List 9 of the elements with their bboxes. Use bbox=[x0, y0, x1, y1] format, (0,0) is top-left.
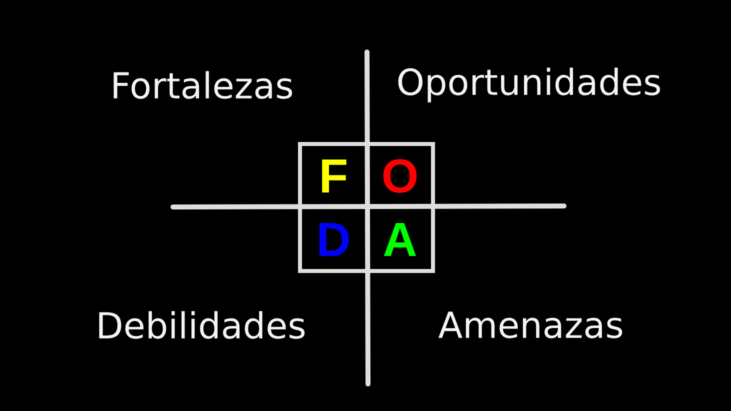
quadrant-label: Oportunidades bbox=[398, 68, 660, 102]
letter: O bbox=[383, 159, 417, 193]
letter: F bbox=[322, 160, 346, 192]
quadrant-label: Amenazas bbox=[438, 312, 622, 338]
quadrant-label: Debilidades bbox=[99, 311, 305, 339]
letter: D bbox=[319, 223, 349, 256]
quadrant-label: Fortalezas bbox=[114, 71, 292, 99]
grid-box bbox=[298, 142, 435, 273]
letter: A bbox=[384, 223, 416, 256]
